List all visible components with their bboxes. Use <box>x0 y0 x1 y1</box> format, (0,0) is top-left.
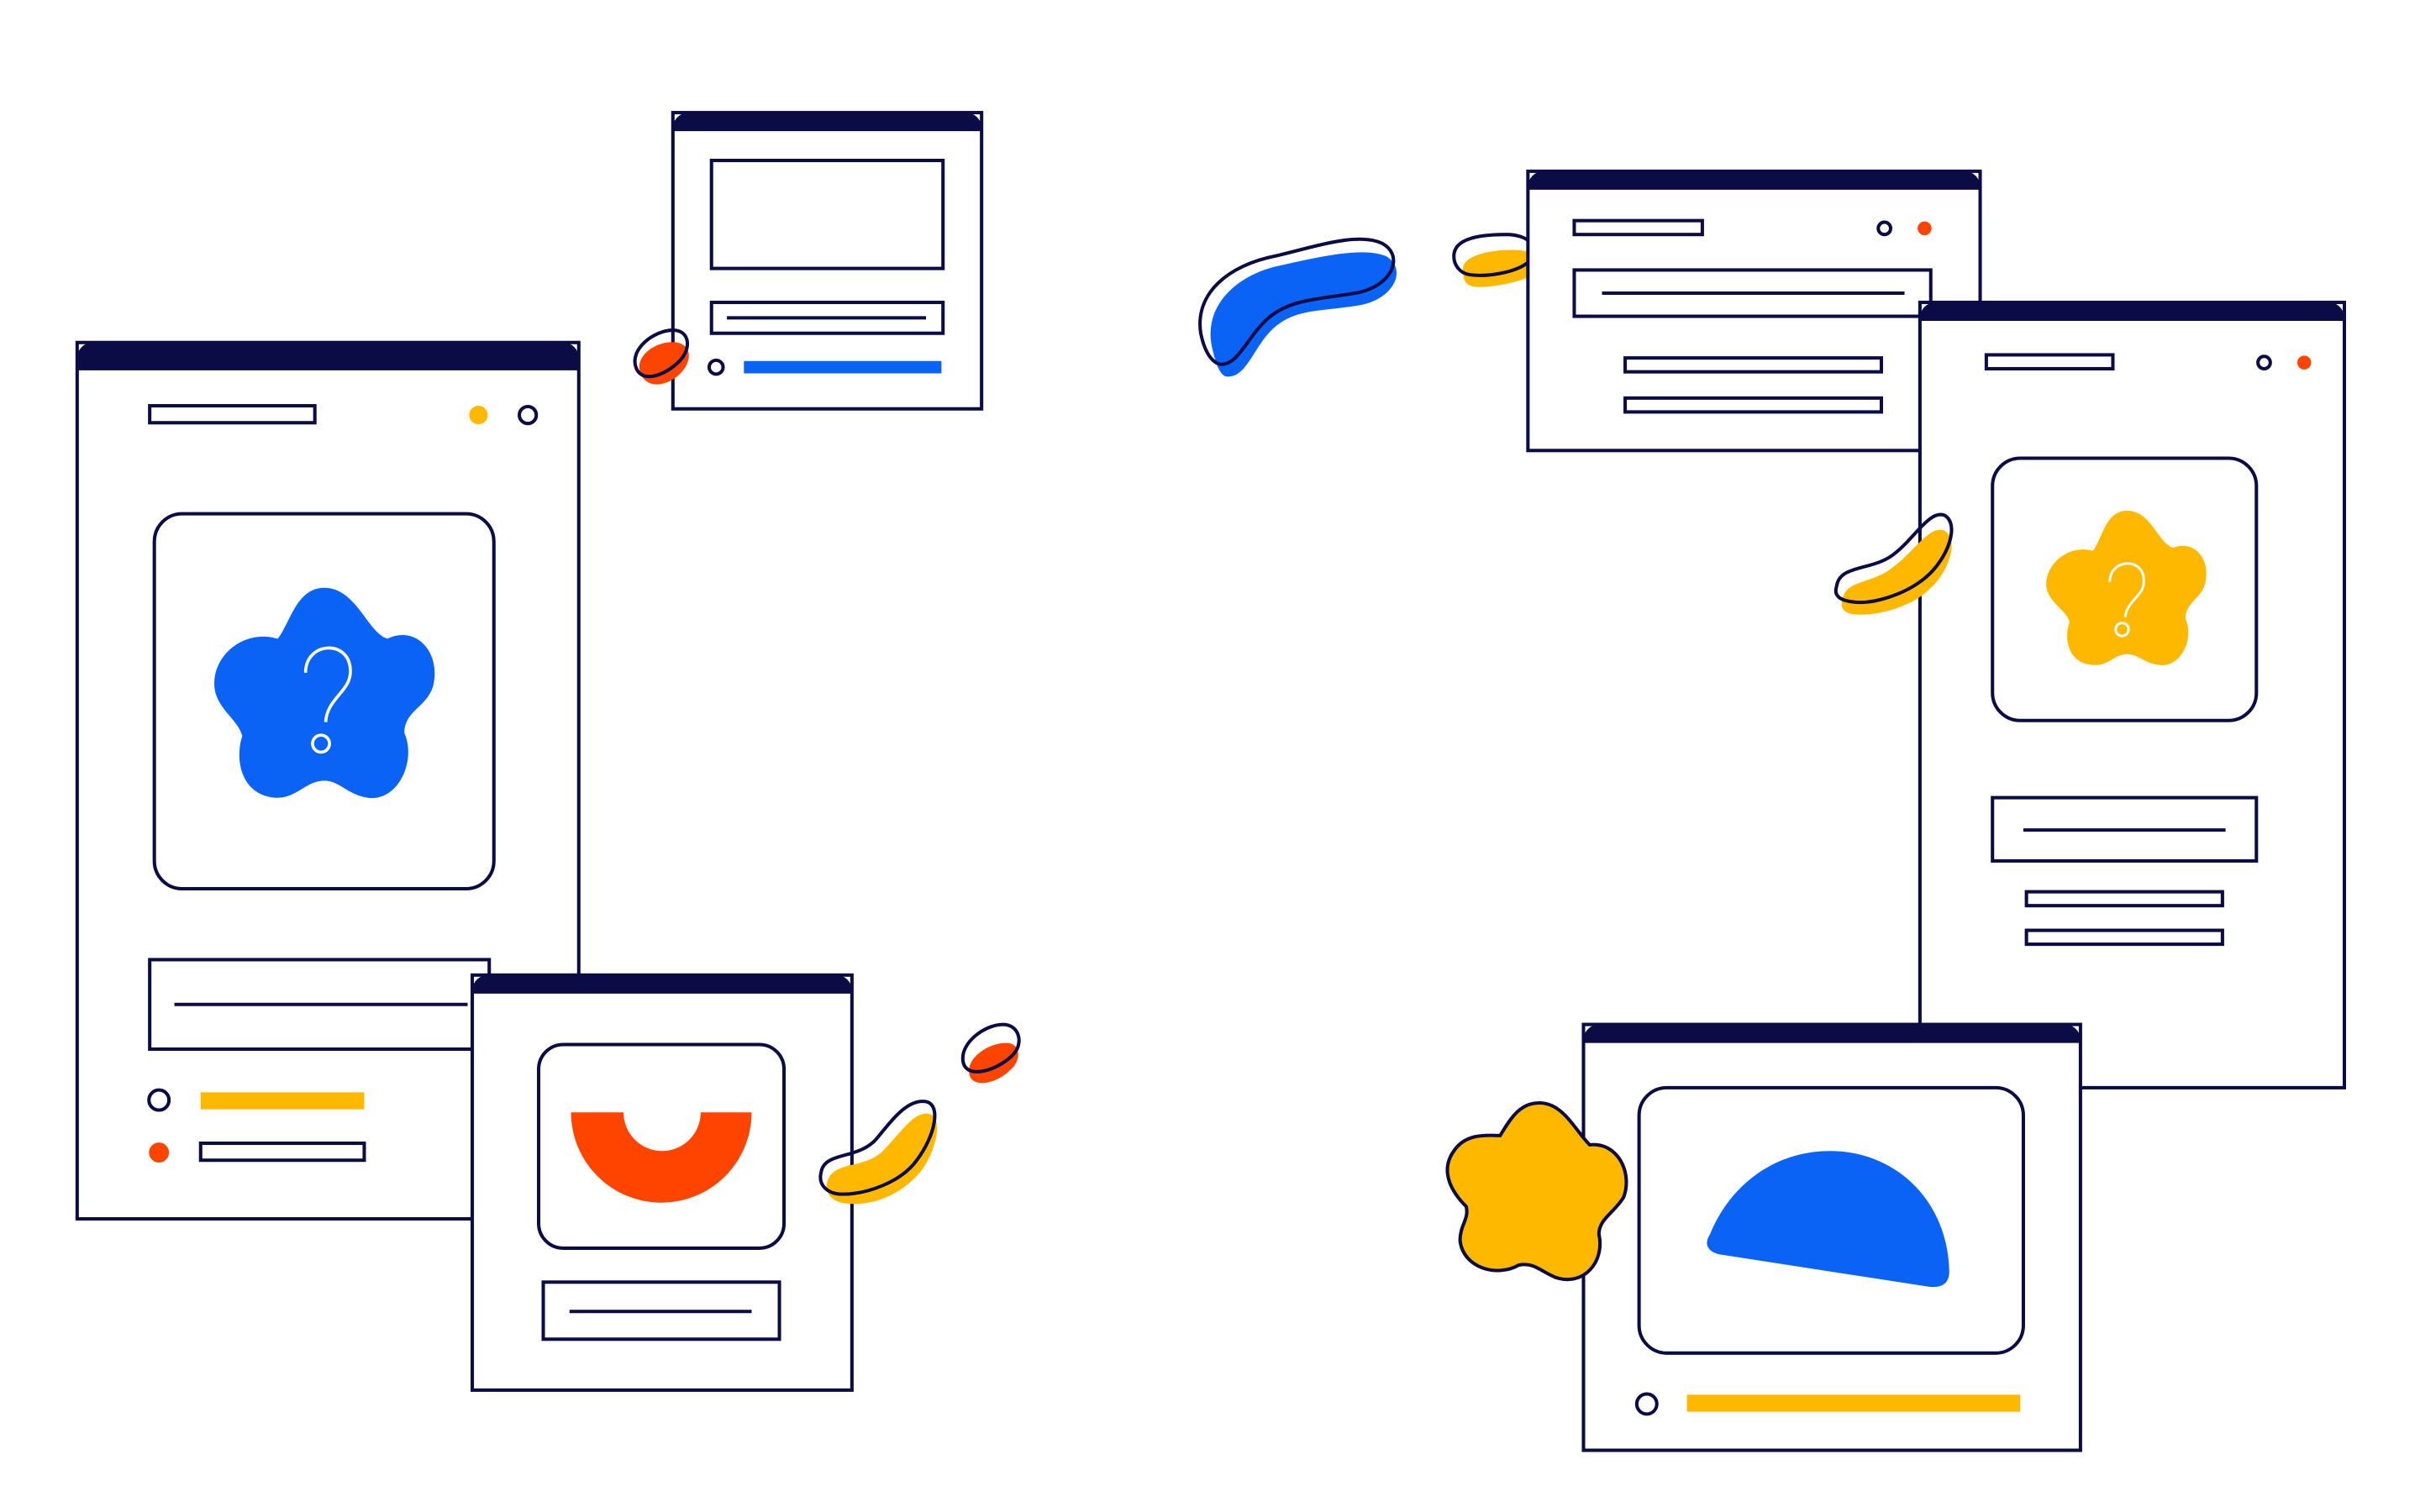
title-placeholder <box>148 404 317 425</box>
option-bar <box>2024 928 2224 947</box>
half-disc-shape <box>1707 1151 1949 1288</box>
red-blob <box>633 328 690 385</box>
title-placeholder <box>1984 353 2115 370</box>
window-left-tall <box>75 340 581 1221</box>
question-mark-icon <box>214 587 435 799</box>
status-dot-icon <box>2256 354 2272 370</box>
window-titlebar <box>472 974 852 994</box>
status-dot-icon <box>2296 355 2312 370</box>
option-bar <box>2024 890 2224 908</box>
yellow-flower <box>1445 1101 1628 1282</box>
window-frame <box>1526 169 1982 453</box>
window-titlebar <box>1528 171 1981 190</box>
image-frame <box>1637 1085 2025 1355</box>
window-top-right <box>1526 169 1982 453</box>
progress-bar <box>1686 1394 2021 1412</box>
window-bottom-right <box>1581 1022 2082 1452</box>
option-bar <box>1623 396 1883 414</box>
status-dot-icon <box>518 404 539 426</box>
option-bar <box>1623 356 1883 374</box>
window-titlebar <box>76 342 579 370</box>
text-field <box>541 1280 781 1341</box>
window-titlebar <box>1583 1024 2081 1043</box>
image-frame <box>709 159 945 270</box>
text-field <box>1991 795 2259 863</box>
text-field <box>1572 268 1933 318</box>
image-frame <box>537 1042 786 1250</box>
radio-icon <box>147 1088 171 1112</box>
yellow-squiggle <box>1833 512 1954 615</box>
window-titlebar <box>1919 302 2344 322</box>
text-field <box>709 300 945 335</box>
highlight-bar <box>200 1092 365 1110</box>
window-top-small <box>671 111 984 411</box>
question-mark-icon <box>2046 510 2207 665</box>
status-dot-icon <box>1918 221 1932 236</box>
progress-bar <box>744 360 942 374</box>
status-dot-icon <box>469 406 488 425</box>
image-frame <box>152 512 496 890</box>
arc-shape <box>571 1112 752 1203</box>
window-bottom-left <box>471 973 854 1392</box>
image-frame <box>1991 456 2259 722</box>
status-dot-icon <box>1876 220 1893 237</box>
title-placeholder <box>1572 218 1704 237</box>
red-blob <box>960 1022 1021 1084</box>
window-titlebar <box>672 113 982 132</box>
radio-icon <box>1634 1392 1659 1416</box>
window-right-tall <box>1918 300 2347 1089</box>
blue-squiggle <box>1198 237 1397 377</box>
window-frame <box>1918 300 2347 1089</box>
option-bar <box>198 1142 366 1163</box>
radio-icon <box>149 1142 170 1163</box>
radio-icon <box>707 358 725 376</box>
yellow-squiggle <box>818 1100 938 1205</box>
